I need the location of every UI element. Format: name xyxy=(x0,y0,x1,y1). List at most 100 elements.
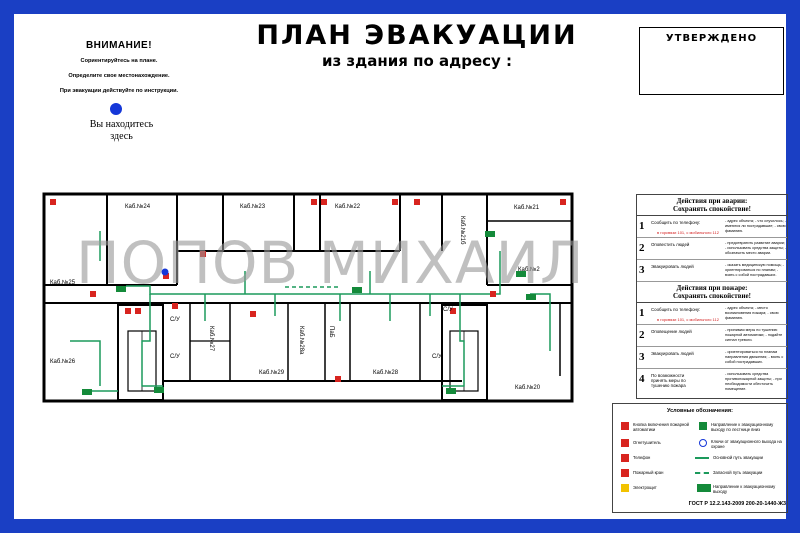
phone-icon xyxy=(414,199,420,205)
fire-step-1: 1 Сообщить по телефону: в горсвязи 101, … xyxy=(637,303,787,325)
fire-extinguisher-icon xyxy=(311,199,317,205)
you-are-here-marker xyxy=(110,103,122,115)
legend-item: Запасной путь эвакуации xyxy=(713,470,763,475)
exit-sign-icon xyxy=(82,389,92,395)
attention-line-3: При эвакуации действуйте по инструкции. xyxy=(59,88,179,94)
room-label: Каб.№26 xyxy=(50,358,76,365)
fire-heading: Действия при пожаре: Сохранять спокойств… xyxy=(637,282,787,303)
fire-hydrant-icon xyxy=(125,308,131,314)
floor-plan: Каб.№24 Каб.№23 Каб.№22 Каб.№21 Каб.№2 К… xyxy=(42,192,574,403)
legend-item: Кнопка включения пожарной автоматики xyxy=(633,422,689,432)
fire-heading-1: Действия при пожаре: xyxy=(676,284,748,292)
legend-item: Направление к эвакуационному выходу по л… xyxy=(711,422,774,432)
room-label: С/У xyxy=(443,307,453,313)
phone-icon xyxy=(335,376,341,382)
room-label: ПаБ xyxy=(328,326,334,338)
room-label: Каб.№25 xyxy=(50,279,76,286)
fire-extinguisher-icon xyxy=(250,311,256,317)
exit-sign-icon xyxy=(526,294,536,300)
exit-sign-icon xyxy=(446,388,456,394)
fire-alarm-button-icon xyxy=(90,291,96,297)
fire-step-4: 4 По возможности принять меры по тушению… xyxy=(639,372,782,391)
accident-heading-1: Действия при аварии: xyxy=(676,197,748,205)
attention-line-1: Сориентируйтесь на плане. xyxy=(80,58,158,64)
exit-sign-icon xyxy=(116,286,126,292)
legend-item: Ключи от эвакуационного выхода на охране xyxy=(711,439,782,449)
phone-icon xyxy=(163,273,169,279)
main-route-line-icon xyxy=(695,457,709,459)
fire-alarm-button-icon xyxy=(172,303,178,309)
electrical-panel-icon xyxy=(200,251,206,257)
stairs-exit-icon xyxy=(699,422,707,430)
approved-box: УТВЕРЖДЕНО xyxy=(639,27,784,95)
fire-extinguisher-icon xyxy=(621,439,629,447)
room-label: Каб.№22 xyxy=(335,203,361,210)
attention-heading: ВНИМАНИЕ! xyxy=(85,40,153,51)
key-icon xyxy=(699,439,707,447)
safety-signs xyxy=(50,199,566,395)
room-label: Каб.№23 xyxy=(240,203,266,210)
phone-icon xyxy=(560,199,566,205)
accident-step-1: 1 Сообщить по телефону: в горсвязи 101, … xyxy=(637,216,787,238)
room-label: Каб.№28а xyxy=(298,326,305,355)
accident-heading: Действия при аварии: Сохранять спокойств… xyxy=(637,195,787,216)
room-labels: Каб.№24 Каб.№23 Каб.№22 Каб.№21 Каб.№2 К… xyxy=(50,203,541,391)
exit-sign-icon xyxy=(154,387,164,393)
walls xyxy=(42,192,574,403)
legend: Условные обозначения: Кнопка включения п… xyxy=(612,403,788,513)
fire-extinguisher-icon xyxy=(50,199,56,205)
electrical-panel-icon xyxy=(621,484,629,492)
room-label: С/У xyxy=(170,354,180,360)
phone-icon xyxy=(621,454,629,462)
accident-step-2: 2 Оповестить людей - предотвратить разви… xyxy=(637,238,787,260)
approved-label: УТВЕРЖДЕНО xyxy=(665,33,758,44)
gost-footer: ГОСТ Р 12.2.143-2009 200-20-1440-Ж3 xyxy=(688,501,786,507)
actions-panel: Действия при аварии: Сохранять спокойств… xyxy=(636,194,788,399)
room-label: Каб.№28 xyxy=(373,369,399,376)
phone-icon xyxy=(392,199,398,205)
room-label: Каб.№21б xyxy=(459,216,466,245)
phone-icon xyxy=(321,199,327,205)
you-are-here-icon xyxy=(161,268,169,276)
you-are-here-line-1: Вы находитесь xyxy=(89,119,154,130)
accident-heading-2: Сохранять спокойствие! xyxy=(673,205,751,213)
exit-sign-icon xyxy=(352,287,362,293)
legend-heading: Условные обозначения: xyxy=(667,408,733,414)
page-title: ПЛАН ЭВАКУАЦИИ xyxy=(256,20,578,51)
legend-item: Электрощит xyxy=(633,485,657,490)
fire-step-3: 3 Эвакуировать людей - ориентироваться п… xyxy=(637,347,787,369)
main-evac-route xyxy=(70,231,551,392)
legend-item: Пожарный кран xyxy=(633,470,664,475)
legend-item: Направление к эвакуационному выходу xyxy=(713,484,776,494)
fire-heading-2: Сохранять спокойствие! xyxy=(673,292,751,300)
room-label: С/У xyxy=(170,317,180,323)
exit-sign-icon xyxy=(485,231,495,237)
page-subtitle: из здания по адресу : xyxy=(321,52,513,70)
room-label: Каб.№21 xyxy=(514,204,540,211)
room-label: Каб.№24 xyxy=(125,203,151,210)
attention-block: ВНИМАНИЕ! Сориентируйтесь на плане. Опре… xyxy=(14,40,224,103)
legend-item: Огнетушитель xyxy=(633,440,661,445)
fire-extinguisher-icon xyxy=(135,308,141,314)
legend-item: Телефон xyxy=(633,455,651,460)
fire-hydrant-icon xyxy=(450,308,456,314)
room-label: Каб.№27 xyxy=(208,326,215,352)
fire-alarm-button-icon xyxy=(621,422,629,430)
plan-sheet: ПЛАН ЭВАКУАЦИИ из здания по адресу : ВНИ… xyxy=(14,14,788,519)
exit-sign-icon xyxy=(516,271,526,277)
you-are-here-label: Вы находитесь здесь xyxy=(64,119,179,143)
fire-step-2: 2 Оповещение людей - принимая меры по ту… xyxy=(637,325,787,347)
reserve-route-line-icon xyxy=(695,472,709,474)
legend-item: Основной путь эвакуации xyxy=(713,455,763,460)
room-label: Каб.№20 xyxy=(515,384,541,391)
room-label: Каб.№29 xyxy=(259,369,285,376)
fire-extinguisher-icon xyxy=(490,291,496,297)
room-label: Каб.№2 xyxy=(518,266,540,273)
exit-sign-icon xyxy=(697,484,711,492)
fire-hydrant-icon xyxy=(621,469,629,477)
accident-step-3: 3 Эвакуировать людей - оказать медицинск… xyxy=(637,260,787,282)
room-label: С/У xyxy=(432,354,442,360)
attention-line-2: Определите свое местонахождение. xyxy=(68,73,170,79)
you-are-here-line-2: здесь xyxy=(110,131,133,142)
